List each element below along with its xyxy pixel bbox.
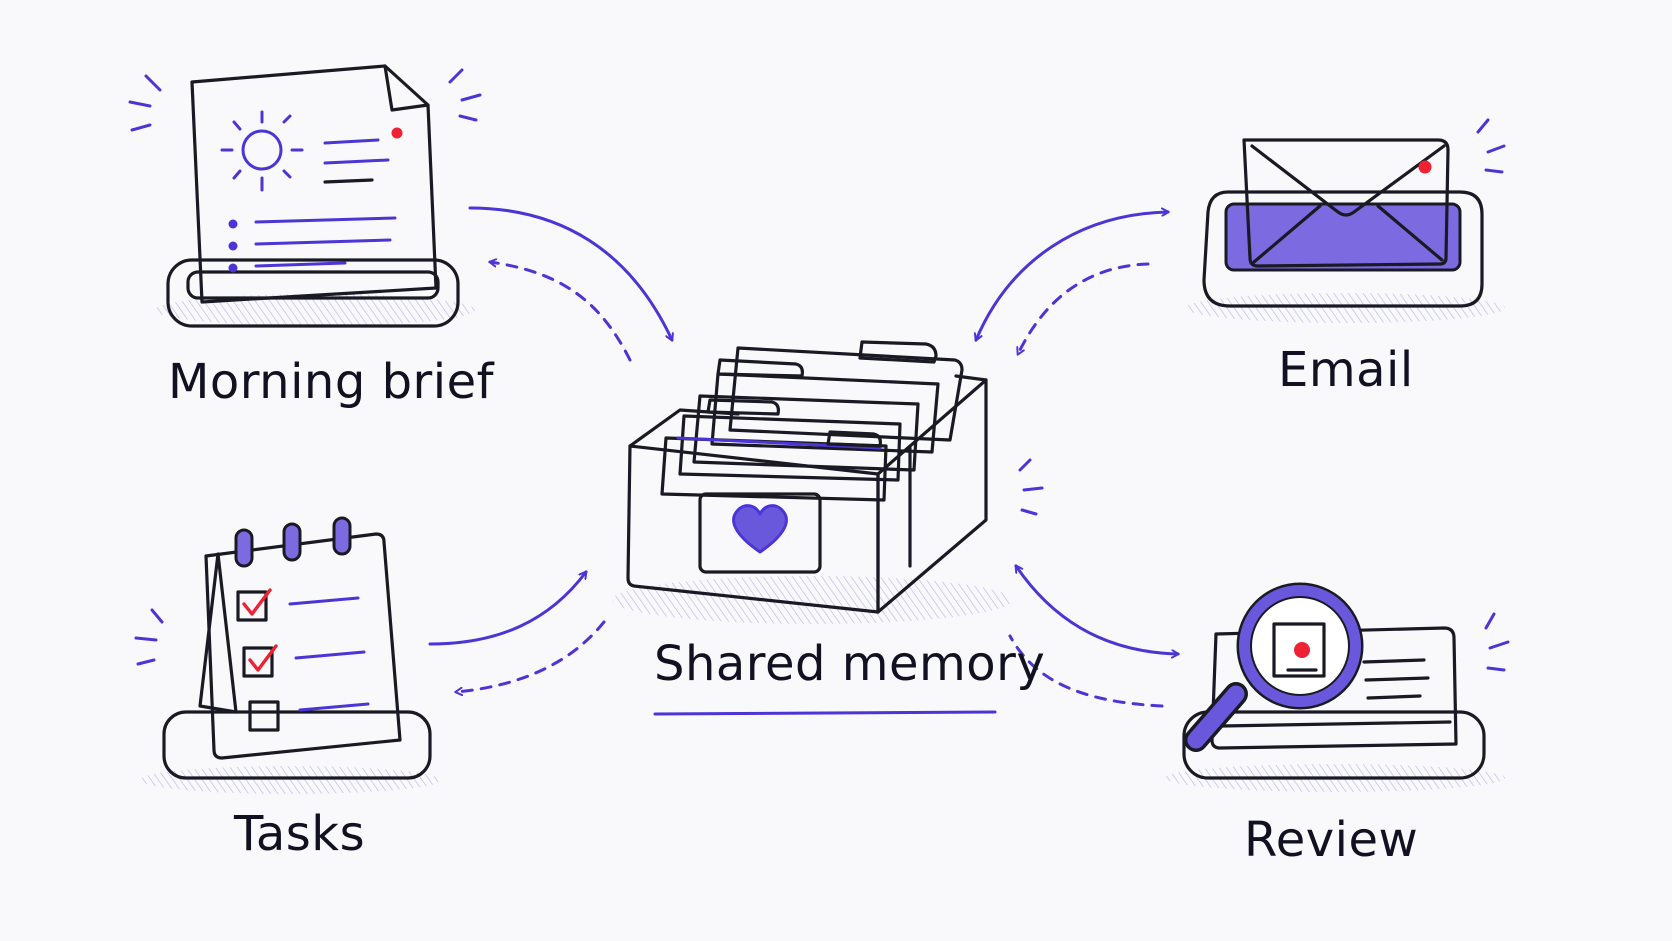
arrow-morning-to-memory [468,206,672,340]
arrow-review-to-memory [1008,634,1164,708]
document-sun-icon [128,64,482,328]
card-file-box-heart-icon [612,340,1044,716]
magnifier-card-icon [1165,582,1510,792]
arrow-tasks-to-memory [428,572,588,646]
label-shared-memory: Shared memory [654,636,1046,692]
envelope-icon [1185,118,1506,323]
label-tasks: Tasks [234,806,366,862]
checklist-calendar-icon [134,516,440,794]
connectors [428,206,1178,708]
arrow-memory-to-tasks [456,620,606,692]
shared-memory-underline [653,710,997,716]
arrow-email-to-memory [1018,262,1150,354]
label-morning-brief: Morning brief [168,354,495,410]
label-review: Review [1244,812,1419,868]
arrow-memory-email [976,212,1168,340]
arrow-memory-to-morning [490,262,632,362]
label-email: Email [1278,342,1414,398]
arrow-memory-review [1014,566,1178,654]
